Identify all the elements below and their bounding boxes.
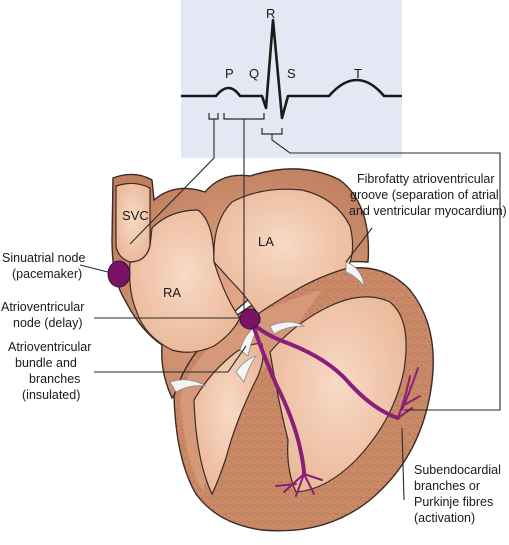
leader-qrs-to-purkinje (271, 134, 501, 411)
label-groove-line1: Fibrofatty atrioventricular (357, 172, 495, 186)
valve-ring-av-lower (235, 355, 257, 383)
bundle-of-his-left-branch (250, 320, 400, 420)
leader-purkinje (401, 427, 405, 501)
label-av-bundle: Atrioventricular bundle and branches (in… (8, 340, 91, 402)
ecg-background (181, 0, 402, 158)
wave-label-q: Q (249, 66, 259, 81)
label-av-node: Atrioventricular node (delay) (1, 300, 84, 330)
valve-ring-mitral (345, 261, 365, 288)
label-av-node-line1: Atrioventricular (1, 300, 84, 314)
valve-ring-septal-right (269, 321, 306, 335)
leader-lines (79, 119, 501, 501)
ecg-trace (181, 18, 402, 120)
chamber-label-la: LA (258, 234, 274, 249)
left-atrium (213, 188, 354, 315)
wave-label-p: P (225, 66, 234, 81)
label-av-bundle-line1: Atrioventricular (8, 340, 91, 354)
label-purkinje-line3: Purkinje fibres (414, 495, 493, 509)
leader-groove (345, 227, 373, 263)
label-sinoatrial: Sinuatrial node (pacemaker) (2, 251, 85, 281)
wave-label-t: T (354, 66, 362, 81)
label-av-bundle-line4: (insulated) (22, 388, 80, 402)
label-groove: Fibrofatty atrioventricular groove (sepa… (349, 172, 507, 218)
valve-ring-tricuspid (169, 379, 207, 393)
label-purkinje-line4: (activation) (414, 511, 475, 525)
label-av-bundle-line2: bundle and (15, 356, 77, 370)
heart: SVC RA LA (107, 168, 434, 532)
label-groove-line2: groove (separation of atrial (350, 188, 499, 202)
label-av-node-line2: node (delay) (13, 316, 83, 330)
chamber-label-ra: RA (163, 285, 181, 300)
purkinje-fibres-left (397, 367, 421, 419)
leader-p-to-sa (129, 119, 215, 245)
right-ventricle (193, 343, 264, 496)
atrioventricular-node (239, 308, 261, 330)
label-sinoatrial-line2: (pacemaker) (12, 267, 82, 281)
label-av-bundle-line3: branches (29, 372, 80, 386)
label-groove-line3: and ventricular myocardium) (349, 204, 507, 218)
sinoatrial-node (107, 260, 131, 288)
ecg-panel: P Q R S T (181, 0, 402, 158)
wave-label-r: R (266, 6, 275, 21)
leader-sinoatrial (79, 264, 109, 273)
leader-av-bundle (94, 345, 247, 373)
label-sinoatrial-line1: Sinuatrial node (2, 251, 85, 265)
label-purkinje-line1: Subendocardial (414, 463, 501, 477)
label-purkinje: Subendocardial branches or Purkinje fibr… (414, 463, 501, 525)
purkinje-fibres-apex (275, 473, 323, 497)
bundle-right-branch (250, 320, 306, 476)
left-ventricle (269, 296, 407, 493)
label-purkinje-line2: branches or (414, 479, 480, 493)
wave-label-s: S (287, 66, 296, 81)
chamber-label-svc: SVC (122, 208, 149, 223)
